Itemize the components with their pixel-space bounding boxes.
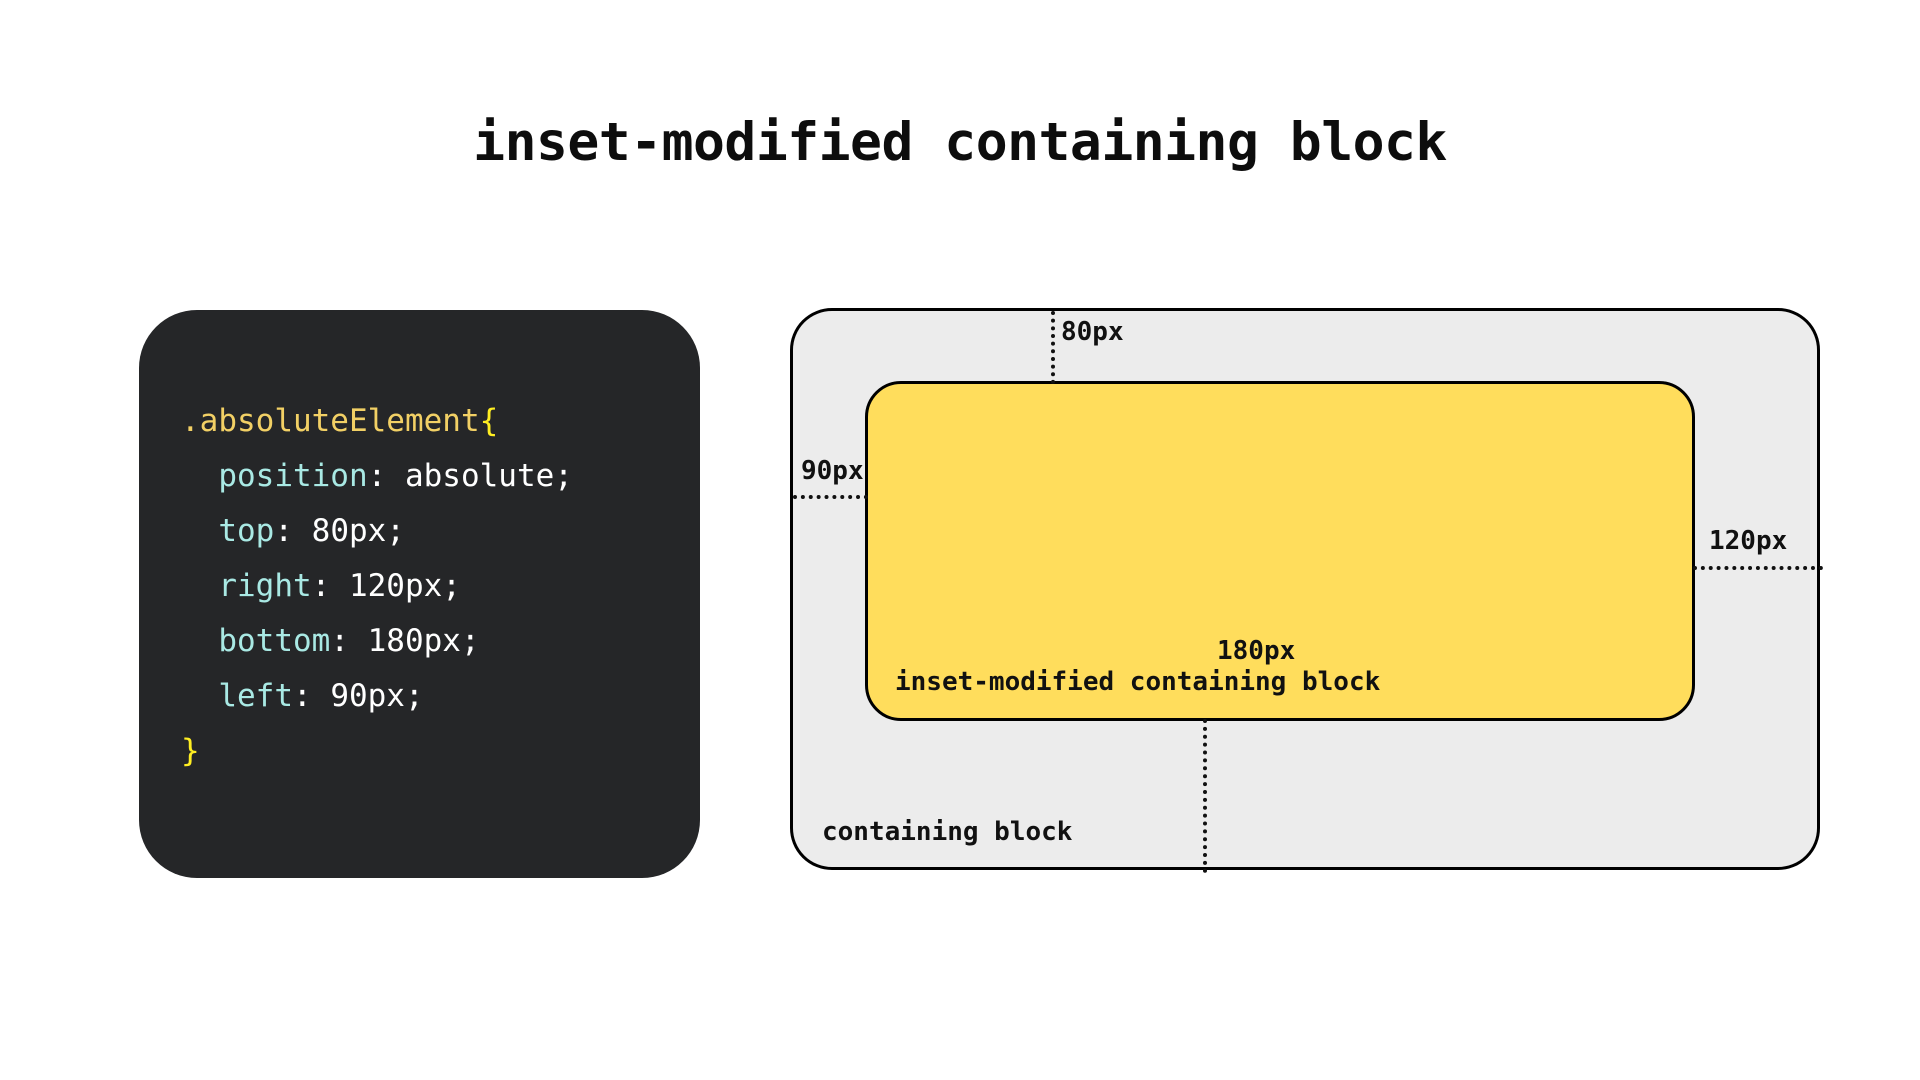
css-property-token: bottom: [218, 623, 331, 659]
colon-token: :: [274, 513, 312, 549]
containing-block-rect: inset-modified containing block 80px 90p…: [790, 308, 1823, 873]
css-selector-token: .absoluteElement: [181, 403, 480, 439]
css-value-token: 80px;: [311, 513, 405, 549]
indent-token: [181, 513, 218, 549]
code-line-top: top: 80px;: [181, 504, 700, 559]
guide-line-top: [1051, 311, 1055, 384]
indent-token: [181, 678, 218, 714]
guide-line-left: [793, 495, 868, 499]
code-line-selector: .absoluteElement{: [181, 394, 700, 449]
open-brace-token: {: [479, 403, 499, 439]
css-value-token: 120px;: [348, 568, 461, 604]
css-property-token: position: [218, 458, 368, 494]
colon-token: :: [292, 678, 331, 714]
code-line-position: position: absolute;: [181, 449, 700, 504]
colon-token: :: [311, 568, 349, 604]
css-property-token: right: [218, 568, 312, 604]
colon-token: :: [330, 623, 368, 659]
indent-token: [181, 623, 218, 659]
code-line-left: left: 90px;: [181, 669, 700, 724]
css-value-token: 90px;: [330, 678, 424, 714]
guide-line-bottom: [1203, 719, 1207, 873]
measurement-label-left: 90px: [801, 456, 864, 486]
page-title: inset-modified containing block: [473, 112, 1447, 173]
css-value-token: absolute;: [404, 458, 573, 494]
measurement-label-top: 80px: [1061, 317, 1124, 347]
indent-token: [181, 568, 218, 604]
code-snippet-panel: .absoluteElement{ position: absolute; to…: [139, 310, 700, 878]
indent-token: [181, 458, 218, 494]
measurement-label-bottom: 180px: [1217, 636, 1296, 666]
close-brace-token: }: [181, 733, 200, 769]
inset-modified-containing-block-rect: inset-modified containing block: [865, 381, 1695, 721]
inset-modified-containing-block-label: inset-modified containing block: [895, 667, 1381, 697]
css-property-token: left: [218, 678, 293, 714]
code-line-close: }: [181, 724, 700, 779]
code-line-bottom: bottom: 180px;: [181, 614, 700, 669]
css-property-token: top: [218, 513, 275, 549]
code-line-right: right: 120px;: [181, 559, 700, 614]
guide-line-right: [1693, 566, 1823, 570]
diagram: inset-modified containing block 80px 90p…: [790, 308, 1823, 873]
measurement-label-right: 120px: [1709, 526, 1788, 556]
colon-token: :: [367, 458, 405, 494]
css-value-token: 180px;: [367, 623, 480, 659]
containing-block-label: containing block: [822, 817, 1073, 847]
